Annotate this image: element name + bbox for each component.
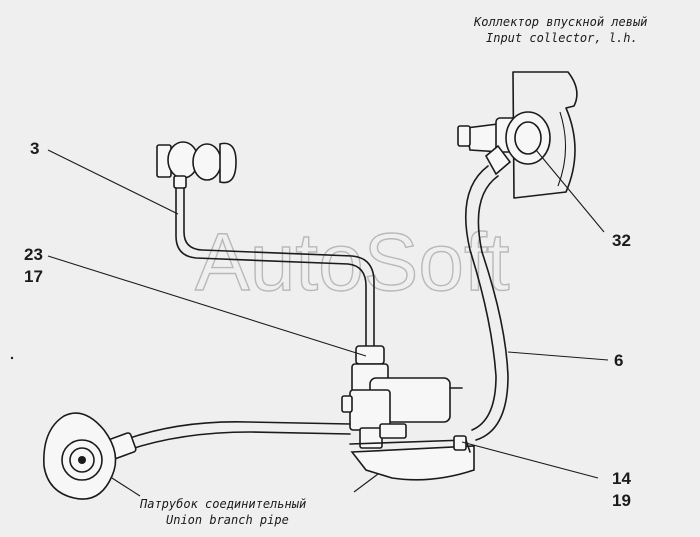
mounting-bracket bbox=[349, 435, 475, 481]
watermark-text: AutoSoft bbox=[195, 217, 510, 308]
union-pipe-label-ru: Патрубок соединительный bbox=[139, 497, 306, 511]
callout-14: 14 bbox=[612, 469, 631, 488]
union-branch-pipe bbox=[43, 412, 117, 500]
tube-6 bbox=[464, 165, 509, 441]
bellows-chamber bbox=[156, 141, 237, 189]
callout-23: 23 bbox=[24, 245, 43, 264]
lower-tube bbox=[105, 421, 351, 460]
callout-19: 19 bbox=[612, 491, 631, 510]
valve-block bbox=[341, 345, 463, 449]
callout-3: 3 bbox=[30, 139, 39, 158]
sensor-fitting bbox=[457, 111, 551, 176]
intake-collector-label-ru: Коллектор впускной левый bbox=[473, 15, 647, 29]
intake-collector-label-en: Input collector, l.h. bbox=[486, 31, 638, 45]
tube-3 bbox=[175, 187, 375, 347]
callout-32: 32 bbox=[612, 231, 631, 250]
callout-17: 17 bbox=[24, 267, 43, 286]
callout-6: 6 bbox=[614, 351, 623, 370]
union-pipe-label-en: Union branch pipe bbox=[166, 513, 289, 527]
leader-lines bbox=[47, 149, 609, 497]
